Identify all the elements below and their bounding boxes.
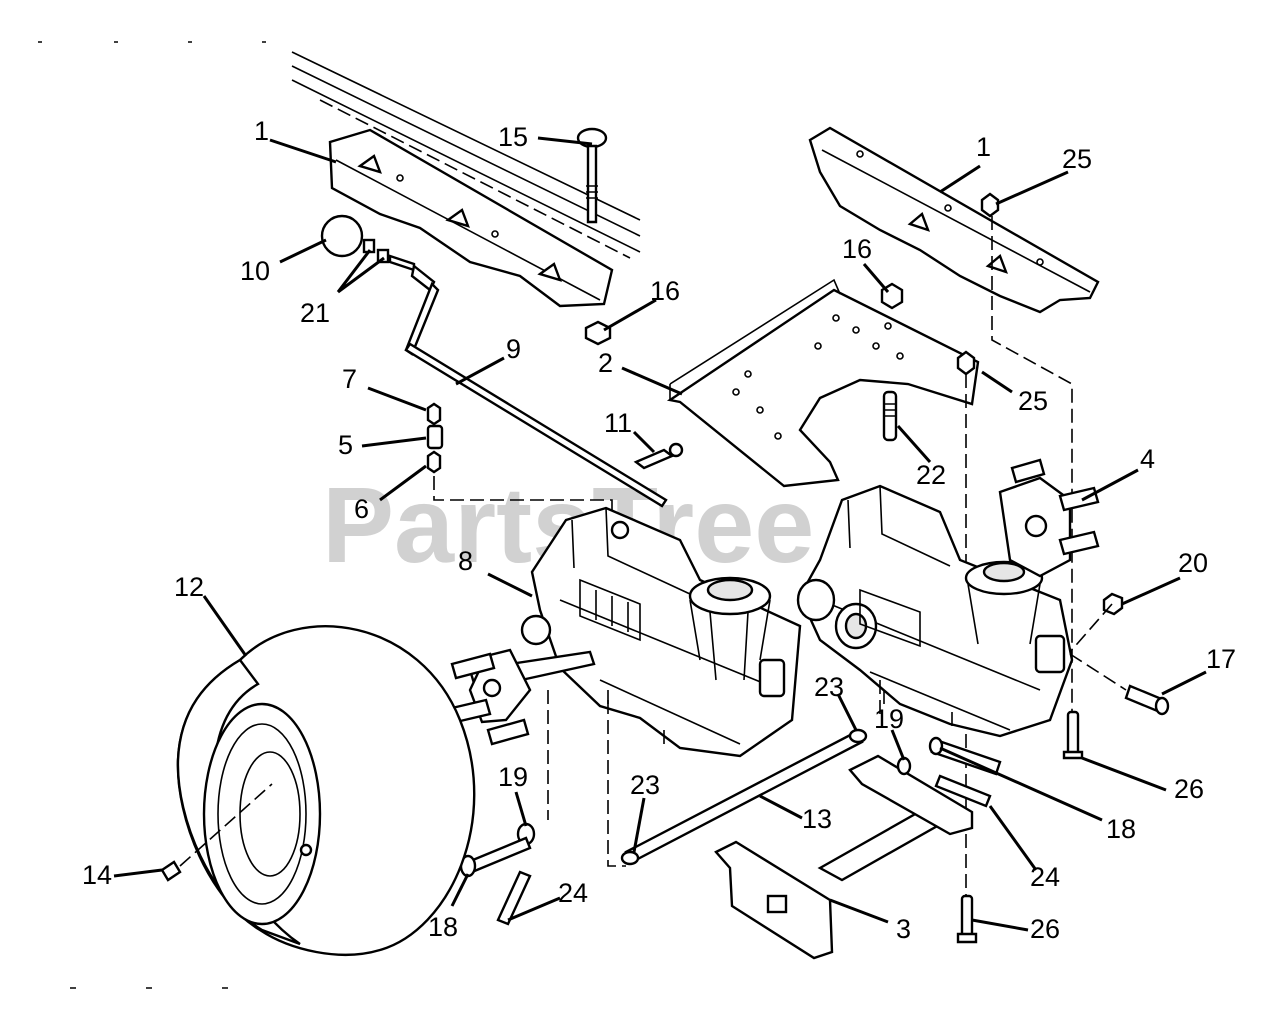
callout-26-lower: 26 [1030,914,1060,944]
callout-1-right: 1 [976,132,991,162]
part-7-nut [426,402,442,426]
callout-10: 10 [240,256,270,286]
part-24-pin-left [496,870,532,926]
part-14-valve-stem [160,860,182,882]
part-24-pin-right [934,774,992,808]
callout-16-right: 16 [842,234,872,264]
part-23-washer-right [848,728,868,744]
callout-21: 21 [300,298,330,328]
callout-15: 15 [498,122,528,152]
callout-4: 4 [1140,444,1155,474]
part-23-washer-left [620,850,640,866]
callout-16-left: 16 [650,276,680,306]
callout-14: 14 [82,860,112,890]
part-11-clip [633,442,684,470]
callout-25-upper: 25 [1062,144,1092,174]
part-15-carriage-bolt [576,127,608,224]
part-26-bolt-upper [1062,710,1084,760]
callout-18-right: 18 [1106,814,1136,844]
callout-23-left: 23 [630,770,660,800]
part-21-jam-nuts [362,238,416,272]
left-wheel-hub [450,648,596,746]
callout-23-right: 23 [814,672,844,702]
callout-12: 12 [174,572,204,602]
part-4-hub-studs [998,458,1100,578]
part-5-coupler [426,424,444,450]
callout-2: 2 [598,348,613,378]
callout-22: 22 [916,460,946,490]
linkage-dashed-line [433,476,613,526]
pin-dashed-line [1069,603,1127,691]
callout-7: 7 [342,364,357,394]
callout-24-right: 24 [1030,862,1060,892]
part-3-hitch [714,754,974,960]
callout-6: 6 [354,494,369,524]
part-22-stud [882,390,898,442]
callout-24-left: 24 [558,878,588,908]
part-9-control-rod [404,263,668,508]
callout-19-left: 19 [498,762,528,792]
part-1-right-bracket [808,126,1100,314]
part-2-mounting-plate [666,278,980,488]
frame-rail [291,51,641,259]
callout-25-lower: 25 [1018,386,1048,416]
callout-5: 5 [338,430,353,460]
callout-13: 13 [802,804,832,834]
tire-axle-dashed-line [179,783,273,867]
part-16-nut-left [584,320,612,346]
callout-9: 9 [506,334,521,364]
corner-marks [38,41,266,989]
part-12-tire [176,625,476,956]
part-18-bolt-left [459,836,532,878]
callout-labels: 1 1 2 3 4 5 6 7 8 9 10 11 12 13 14 15 16… [82,116,1236,944]
callout-19-right: 19 [874,704,904,734]
callout-8: 8 [458,546,473,576]
part-25-nut-upper [980,192,1000,218]
callout-26-upper: 26 [1174,774,1204,804]
callout-11: 11 [604,408,632,438]
callout-1-left: 1 [254,116,269,146]
part-25-nut-lower [956,350,976,376]
right-transaxle [796,484,1074,738]
part-17-pin [1124,684,1170,716]
callout-18-left: 18 [428,912,458,942]
part-8-left-transaxle [520,506,802,758]
leader-lines [113,136,1207,932]
part-10-knob [320,214,364,258]
part-6-nut [426,450,442,474]
part-1-left-bracket [328,128,614,308]
part-26-bolt-lower [956,894,978,944]
rod-dashed-lines [547,680,881,867]
callout-20: 20 [1178,548,1208,578]
callout-17: 17 [1206,644,1236,674]
callout-3: 3 [896,914,911,944]
part-19-washer-right [896,756,912,776]
